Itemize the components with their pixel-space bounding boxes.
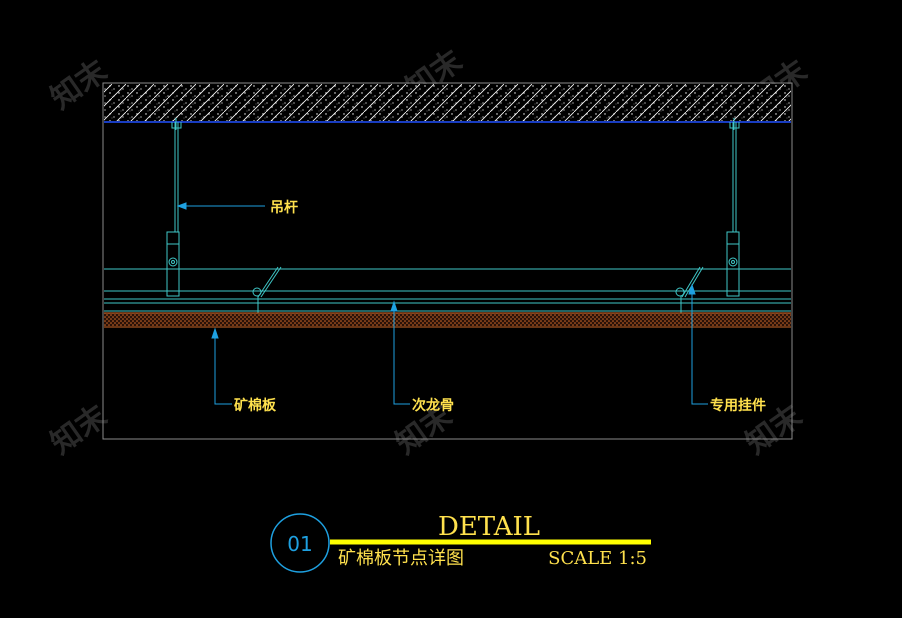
label-mineral-board: 矿棉板	[234, 397, 277, 414]
detail-number: 01	[287, 532, 312, 556]
leader-arrow-mineral-board	[211, 327, 219, 339]
leader-arrow-special-clip	[688, 283, 696, 295]
leader-mineral-board	[214, 329, 232, 405]
title-block: 01 DETAIL 矿棉板节点详图 SCALE 1:5	[270, 512, 651, 573]
detail-number-circle	[270, 513, 330, 573]
mineral-wool-board	[104, 312, 791, 328]
hanger-rod-right	[726, 118, 740, 297]
leader-arrow-hanger-rod	[176, 202, 187, 210]
label-hanger-rod: 吊杆	[270, 199, 298, 216]
detail-scale: SCALE 1:5	[548, 548, 647, 569]
drawing-frame	[102, 82, 793, 440]
detail-subtitle: 矿棉板节点详图	[338, 548, 464, 569]
leader-secondary-keel	[393, 302, 410, 405]
secondary-keel	[104, 298, 791, 312]
leader-arrow-secondary-keel	[390, 300, 398, 312]
detail-title: DETAIL	[438, 512, 540, 542]
label-special-clip: 专用挂件	[710, 397, 766, 414]
leader-lines	[176, 202, 708, 405]
hanger-rod-left	[166, 118, 182, 297]
label-secondary-keel: 次龙骨	[412, 397, 454, 414]
leader-special-clip	[691, 285, 708, 405]
concrete-slab	[104, 84, 791, 123]
